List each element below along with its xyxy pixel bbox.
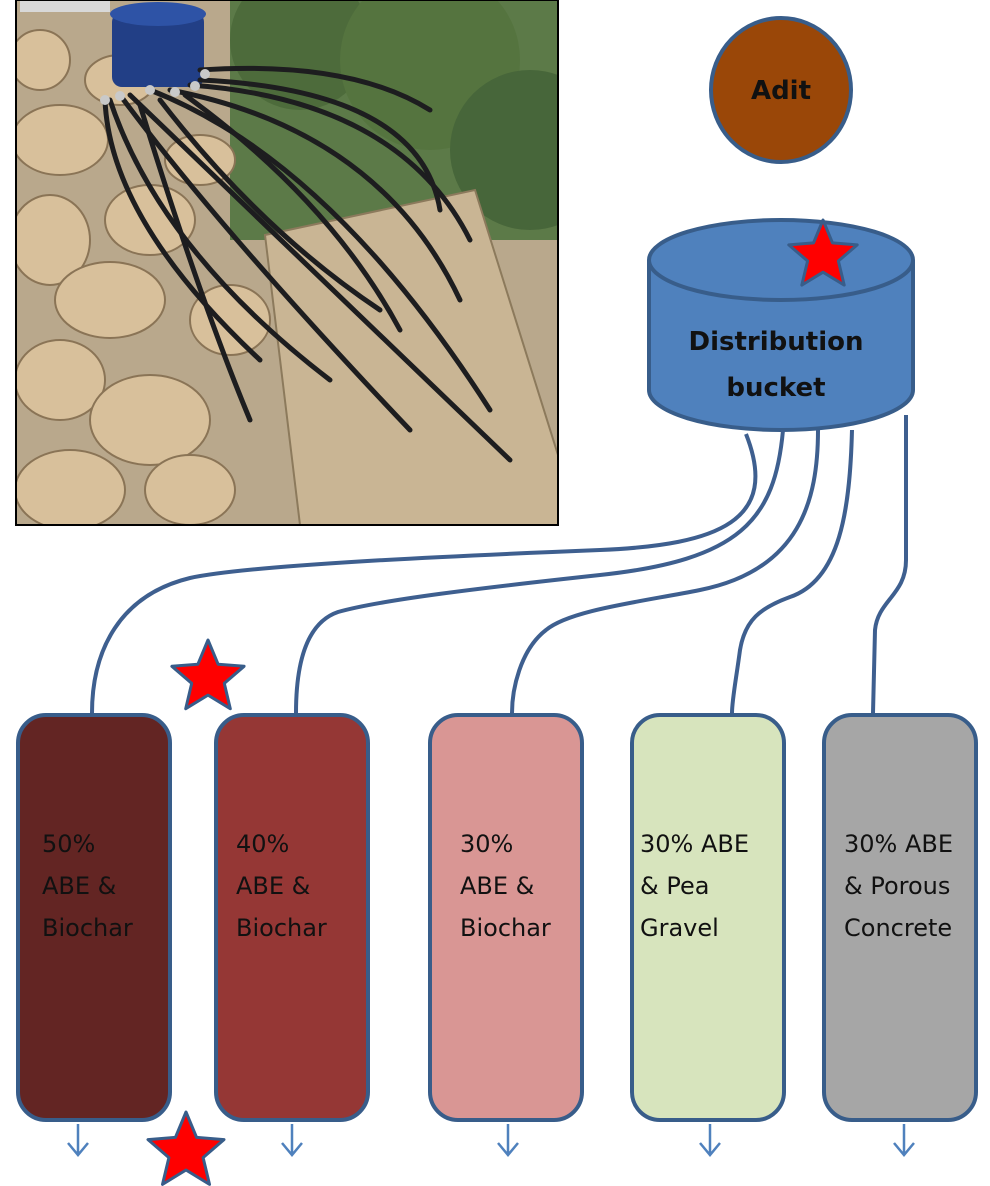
column-3: 30% ABE & Biochar <box>428 713 584 1122</box>
column-box <box>822 713 978 1122</box>
star-icon <box>146 1110 226 1186</box>
column-label-line: 30% ABE <box>844 830 953 858</box>
bucket-label-line1: Distribution <box>689 327 864 357</box>
column-2: 40% ABE & Biochar <box>214 713 370 1122</box>
column-label-line: ABE & <box>42 872 116 900</box>
adit-label: Adit <box>751 76 811 106</box>
column-label-line: 40% <box>236 830 289 858</box>
column-label-line: Biochar <box>460 914 551 942</box>
column-box <box>428 713 584 1122</box>
column-box <box>214 713 370 1122</box>
column-label-line: Gravel <box>640 914 719 942</box>
pipe-5 <box>871 415 908 714</box>
arrow-down-icon <box>893 1124 915 1157</box>
outflow-arrows <box>67 1124 915 1157</box>
pipes <box>90 415 908 714</box>
column-label-line: & Porous <box>844 872 950 900</box>
arrow-down-icon <box>281 1124 303 1157</box>
pipe-2 <box>294 429 785 714</box>
star-icon <box>787 218 859 287</box>
column-label-line: ABE & <box>236 872 310 900</box>
column-label-line: & Pea <box>640 872 709 900</box>
arrow-down-icon <box>699 1124 721 1157</box>
pipe-3 <box>510 429 820 714</box>
star-icon <box>170 638 246 711</box>
column-label-line: 50% <box>42 830 95 858</box>
pipe-4 <box>730 429 854 714</box>
arrow-down-icon <box>497 1124 519 1157</box>
stars <box>146 218 859 1186</box>
column-label-line: Concrete <box>844 914 952 942</box>
column-label-line: Biochar <box>42 914 133 942</box>
column-label-line: Biochar <box>236 914 327 942</box>
column-box <box>16 713 172 1122</box>
site-photo <box>16 0 558 525</box>
column-label-line: ABE & <box>460 872 534 900</box>
column-label-line: 30% <box>460 830 513 858</box>
adit-node: Adit <box>709 16 853 164</box>
pipe-1 <box>90 433 758 714</box>
distribution-bucket: Distribution bucket <box>647 218 915 432</box>
arrow-down-icon <box>67 1124 89 1157</box>
column-label-line: 30% ABE <box>640 830 749 858</box>
bucket-label-line2: bucket <box>726 373 825 403</box>
columns: 50% ABE & Biochar 40% ABE & Biochar 30% ABE & Bi… <box>16 713 978 1122</box>
photo-frame <box>15 0 559 526</box>
column-1: 50% ABE & Biochar <box>16 713 172 1122</box>
column-box <box>630 713 786 1122</box>
